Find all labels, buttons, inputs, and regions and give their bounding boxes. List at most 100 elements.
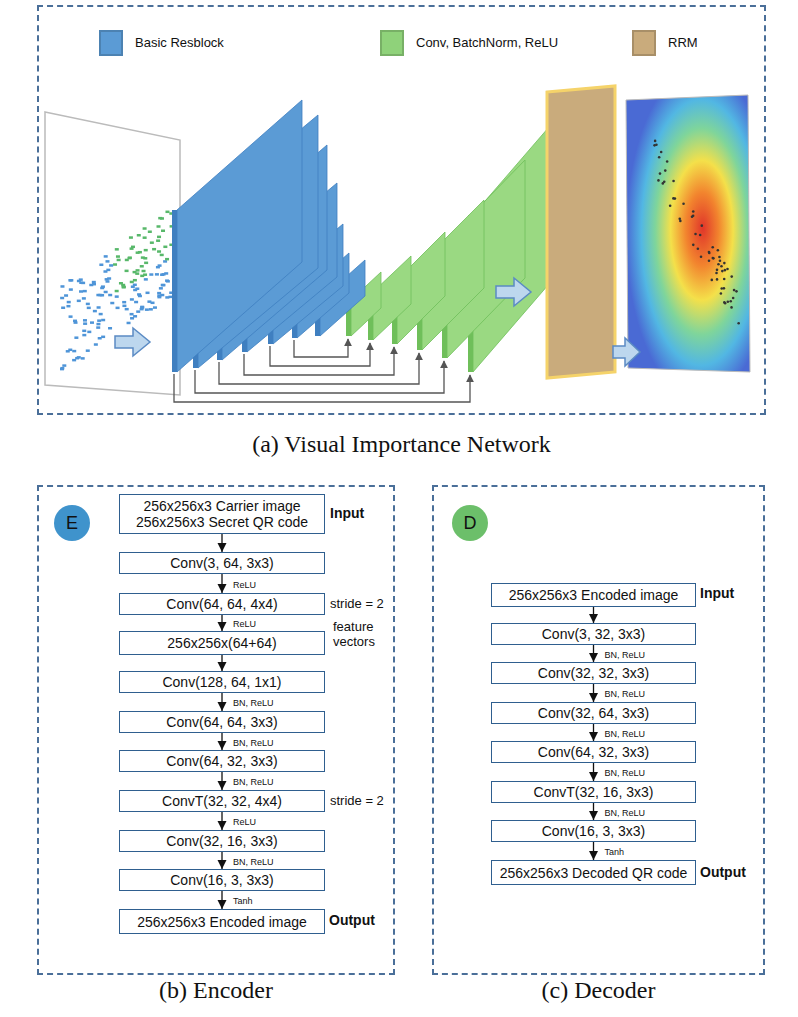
flow-arrow <box>221 772 222 790</box>
layer-box: ConvT(32, 16, 3x3) <box>491 781 696 803</box>
activation-label: Tanh <box>232 896 254 906</box>
activation-label: BN, ReLU <box>232 857 275 867</box>
layer-box: Conv(3, 64, 3x3) <box>119 552 325 574</box>
activation-label: BN, ReLU <box>232 738 275 748</box>
legend-text: Basic Resblock <box>135 35 224 50</box>
flow-arrow <box>221 891 222 909</box>
port-label: Output <box>329 913 375 928</box>
layer-text: Conv(128, 64, 1x1) <box>162 674 281 690</box>
activation-label: BN, ReLU <box>232 777 275 787</box>
flow-arrow <box>221 812 222 830</box>
layer-box: 256x256x3 Carrier image 256x256x3 Secret… <box>119 494 325 534</box>
legend-text: Conv, BatchNorm, ReLU <box>416 35 558 50</box>
figure-panel: (a) Visual Importance Network <box>37 5 766 415</box>
legend-swatch <box>380 30 404 56</box>
flow-arrow <box>221 534 222 552</box>
activation-label: ReLU <box>232 580 257 590</box>
panel-caption: (c) Decoder <box>434 977 763 1004</box>
activation-label: BN, ReLU <box>232 698 275 708</box>
layer-text: 256x256x3 Encoded image <box>509 587 679 603</box>
module-badge: E <box>54 505 90 541</box>
badge-letter: E <box>66 513 78 534</box>
flow-arrow <box>221 574 222 593</box>
activation-label: BN, ReLU <box>604 689 647 699</box>
layer-text: Conv(16, 3, 3x3) <box>542 823 646 839</box>
layer-text: 256x256x3 Decoded QR code <box>500 865 688 881</box>
layer-text: Conv(64, 32, 3x3) <box>538 744 649 760</box>
flow-arrows <box>115 278 640 366</box>
layer-text: Conv(64, 32, 3x3) <box>166 753 277 769</box>
layer-text: Conv(16, 3, 3x3) <box>170 872 274 888</box>
layer-text: 256x256x(64+64) <box>167 635 276 651</box>
flow-arrow <box>593 763 594 781</box>
layer-box: Conv(16, 3, 3x3) <box>491 820 696 842</box>
layer-text: ConvT(32, 32, 4x4) <box>162 793 282 809</box>
layer-box: Conv(64, 32, 3x3) <box>491 741 696 763</box>
legend-text: RRM <box>668 35 698 50</box>
layer-box: Conv(64, 32, 3x3) <box>119 750 325 772</box>
layer-box: Conv(32, 32, 3x3) <box>491 662 696 684</box>
activation-label: BN, ReLU <box>604 650 647 660</box>
annotation-text: stride = 2 <box>330 793 384 808</box>
flow-arrow <box>593 724 594 741</box>
annotation-text: stride = 2 <box>330 596 384 611</box>
layer-text: ConvT(32, 16, 3x3) <box>534 784 654 800</box>
flow-arrow <box>221 615 222 631</box>
layer-text: 256x256x3 Encoded image <box>137 914 307 930</box>
layer-box: Conv(32, 16, 3x3) <box>119 830 325 852</box>
panel-caption: (b) Encoder <box>39 977 393 1004</box>
layer-box: 256x256x(64+64) <box>119 631 325 655</box>
rrm-block <box>547 86 615 378</box>
layer-box: ConvT(32, 32, 4x4) <box>119 790 325 812</box>
layer-box: 256x256x3 Encoded image <box>119 909 325 934</box>
legend-swatch <box>99 30 123 56</box>
activation-label: ReLU <box>232 619 257 629</box>
layer-blocks <box>172 100 568 372</box>
layer-text: Conv(3, 32, 3x3) <box>542 626 646 642</box>
panel-caption: (a) Visual Importance Network <box>39 431 764 458</box>
layer-text: Conv(32, 32, 3x3) <box>538 665 649 681</box>
heatmap-points <box>653 140 740 325</box>
layer-box: Conv(16, 3, 3x3) <box>119 869 325 891</box>
heatmap-output <box>626 95 750 372</box>
layer-box: Conv(64, 64, 4x4) <box>119 593 325 615</box>
layer-box: 256x256x3 Decoded QR code <box>491 860 696 885</box>
flow-arrow <box>593 803 594 820</box>
scatter-plot-plane <box>45 112 180 395</box>
flow-arrow <box>221 852 222 869</box>
layer-box: 256x256x3 Encoded image <box>491 583 696 607</box>
layer-box: Conv(32, 64, 3x3) <box>491 702 696 724</box>
flow-arrow <box>221 693 222 711</box>
layer-box: Conv(64, 64, 3x3) <box>119 711 325 733</box>
layer-text: Conv(64, 64, 4x4) <box>166 596 277 612</box>
activation-label: Tanh <box>604 847 626 857</box>
layer-text: Conv(3, 64, 3x3) <box>170 555 274 571</box>
scatter-points <box>60 211 174 371</box>
annotation-text: feature vectors <box>333 619 393 649</box>
skip-connections <box>174 339 470 402</box>
legend-swatch <box>632 30 656 56</box>
flow-arrow <box>593 607 594 623</box>
activation-label: BN, ReLU <box>604 729 647 739</box>
layer-text: Conv(32, 64, 3x3) <box>538 705 649 721</box>
badge-letter: D <box>464 513 477 534</box>
activation-label: BN, ReLU <box>604 768 647 778</box>
layer-box: Conv(3, 32, 3x3) <box>491 623 696 645</box>
flow-arrow <box>221 655 222 671</box>
layer-text: Conv(64, 64, 3x3) <box>166 714 277 730</box>
layer-text: 256x256x3 Carrier image 256x256x3 Secret… <box>124 498 320 530</box>
flow-arrow <box>593 645 594 662</box>
flow-arrow <box>593 684 594 702</box>
activation-label: BN, ReLU <box>604 808 647 818</box>
layer-text: Conv(32, 16, 3x3) <box>166 833 277 849</box>
flow-arrow <box>593 842 594 860</box>
port-label: Input <box>700 586 734 601</box>
flow-arrow <box>221 733 222 750</box>
activation-label: ReLU <box>232 817 257 827</box>
port-label: Output <box>700 865 746 880</box>
layer-box: Conv(128, 64, 1x1) <box>119 671 325 693</box>
figure-panel: (c) DecoderD256x256x3 Encoded imageConv(… <box>432 485 765 975</box>
module-badge: D <box>452 505 488 541</box>
port-label: Input <box>330 506 364 521</box>
figure-panel: (b) EncoderE256x256x3 Carrier image 256x… <box>37 485 395 975</box>
